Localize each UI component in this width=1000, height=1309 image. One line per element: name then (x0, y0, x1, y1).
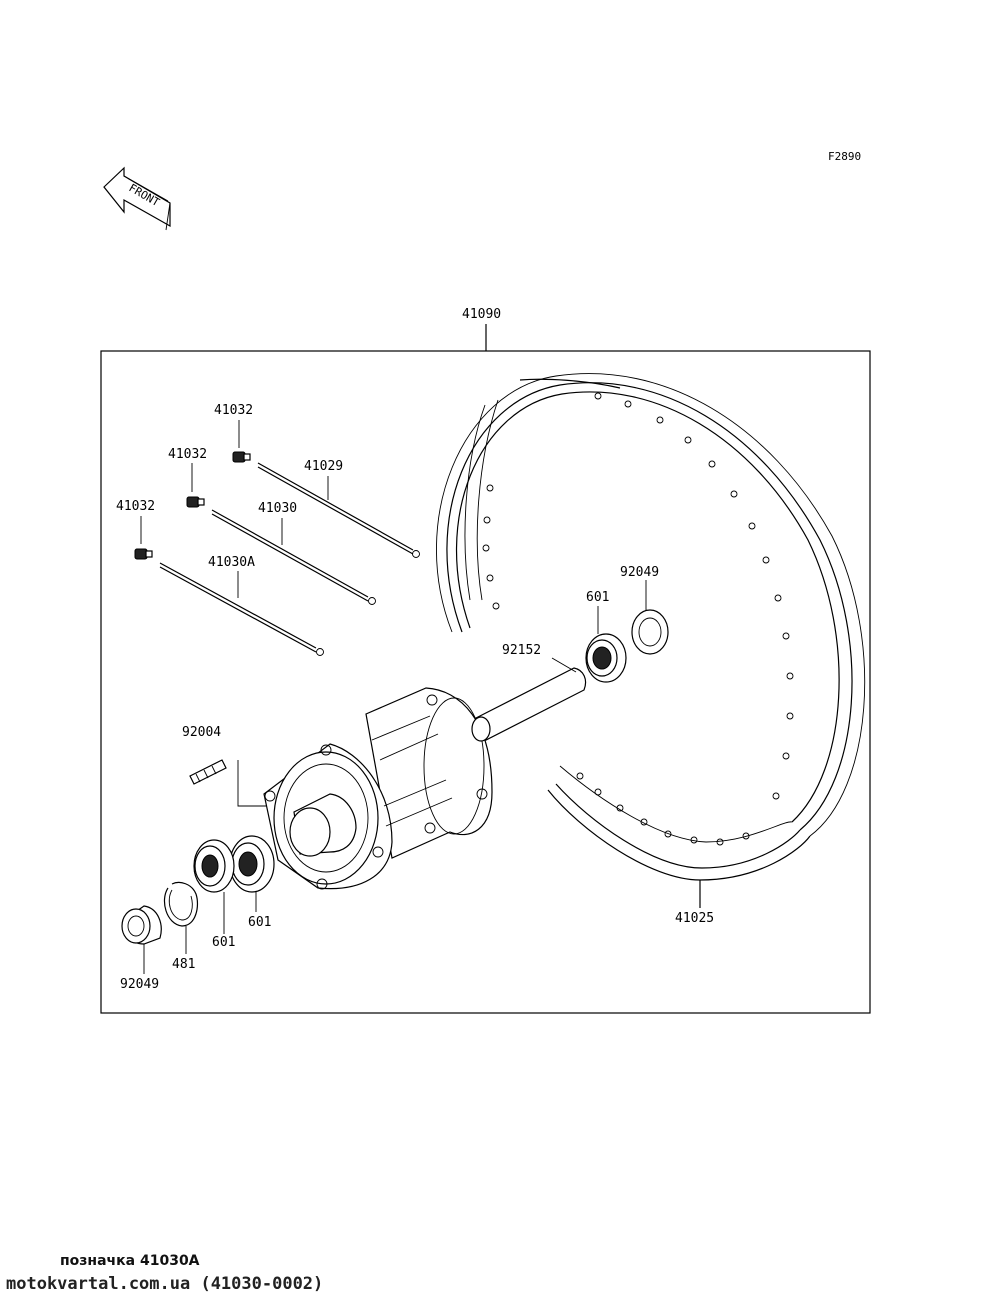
bearing-left-outer-label: 601 (212, 935, 235, 950)
collar-label: 92152 (502, 643, 541, 658)
spoke-long (257, 462, 420, 558)
bearing-right-label: 601 (586, 590, 609, 605)
circlip (163, 881, 199, 927)
seal-right (631, 609, 669, 655)
spoke-short-label: 41030A (208, 555, 255, 570)
front-arrow-icon: FRONT (103, 166, 171, 231)
spoke-mid-label: 41030 (258, 501, 297, 516)
seal-left-label: 92049 (120, 977, 159, 992)
spoke-long-label: 41029 (304, 459, 343, 474)
bearing-left-inner-label: 601 (248, 915, 271, 930)
diagram-code: F2890 (828, 150, 861, 163)
wheel-hub (263, 687, 493, 890)
spoke-nipple-3-label: 41032 (116, 499, 155, 514)
spoke-mid (211, 509, 376, 605)
spoke-nipple-1 (232, 451, 251, 463)
valve-stem (189, 759, 227, 785)
rim (436, 373, 866, 881)
wheel-collar (471, 667, 587, 742)
caption: позначка 41030A (60, 1253, 200, 1269)
spoke-nipple-1-label: 41032 (214, 403, 253, 418)
circlip-label: 481 (172, 957, 195, 972)
watermark: motokvartal.com.ua (41030-0002) (6, 1274, 324, 1294)
spoke-short (159, 562, 324, 656)
valve-label: 92004 (182, 725, 221, 740)
bearing-right (585, 633, 627, 683)
bearing-left-inner (229, 835, 275, 893)
valve-leader (237, 760, 266, 807)
seal-right-label: 92049 (620, 565, 659, 580)
bearing-left-outer (193, 839, 235, 893)
assembly-label: 41090 (462, 307, 501, 322)
seal-left (121, 905, 162, 945)
rim-label: 41025 (675, 911, 714, 926)
spoke-nipple-3 (134, 548, 153, 560)
spoke-nipple-2-label: 41032 (168, 447, 207, 462)
spoke-nipple-2 (186, 496, 205, 508)
